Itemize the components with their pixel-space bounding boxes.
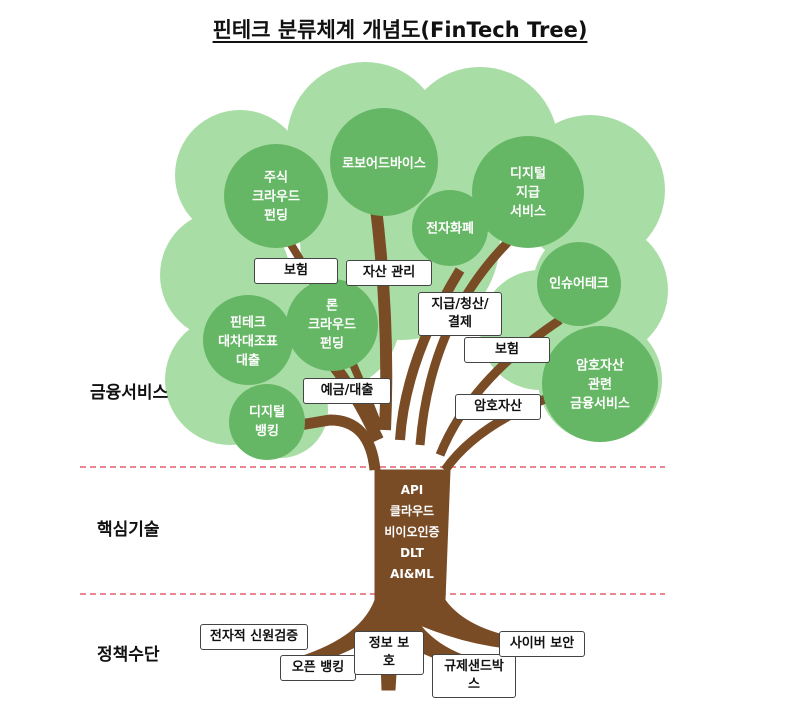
node-crypto-services: 암호자산 관련 금융서비스 [570,358,630,412]
policy-info-protection: 정보 보호 [354,631,424,675]
core-tech-list: API 클라우드 비이오인증 DLT AI&ML [370,480,454,585]
policy-cyber-security: 사이버 보안 [499,631,585,657]
node-digital-payment: 디지털 지급 서비스 [510,166,546,220]
core-tech-cloud: 클라우드 [389,504,435,518]
policy-e-identity: 전자적 신원검증 [200,624,308,650]
tag-insurance-left: 보험 [254,258,338,284]
node-digital-banking: 디지털 뱅킹 [249,405,285,439]
core-tech-biometric: 비이오인증 [384,525,440,539]
tag-deposit-loan: 예금/대출 [303,378,391,404]
node-e-currency: 전자화폐 [426,221,474,237]
tag-insurance-right: 보험 [464,337,550,363]
page-title: 핀테크 분류체계 개념도(FinTech Tree) [0,14,800,44]
node-loan-crowdfunding: 론 크라우드 펀딩 [308,298,356,352]
policy-sandbox: 규제샌드박스 [432,654,516,698]
section-label-core: 핵심기술 [97,520,160,540]
node-robo-advisor: 로보어드바이스 [342,156,426,172]
node-equity-crowdfunding: 주식 크라우드 펀딩 [252,170,300,224]
tag-crypto-asset: 암호자산 [455,394,541,420]
tag-asset-management: 자산 관리 [346,260,432,286]
section-label-policy: 정책수단 [97,645,160,665]
node-insurtech: 인슈어테크 [549,276,609,292]
tag-payment-settlement: 지급/청산/ 결제 [418,292,502,336]
policy-open-banking: 오픈 뱅킹 [280,655,356,681]
title-text: 핀테크 분류체계 개념도(FinTech Tree) [212,18,588,42]
core-tech-api: API [400,483,424,497]
node-p2p-lending: 핀테크 대차대조표 대출 [218,315,278,369]
core-tech-dlt: DLT [400,546,424,560]
section-label-financial: 금융서비스 [90,383,169,403]
core-tech-ai-ml: AI&ML [390,567,434,581]
canopy-nodes [203,108,658,460]
